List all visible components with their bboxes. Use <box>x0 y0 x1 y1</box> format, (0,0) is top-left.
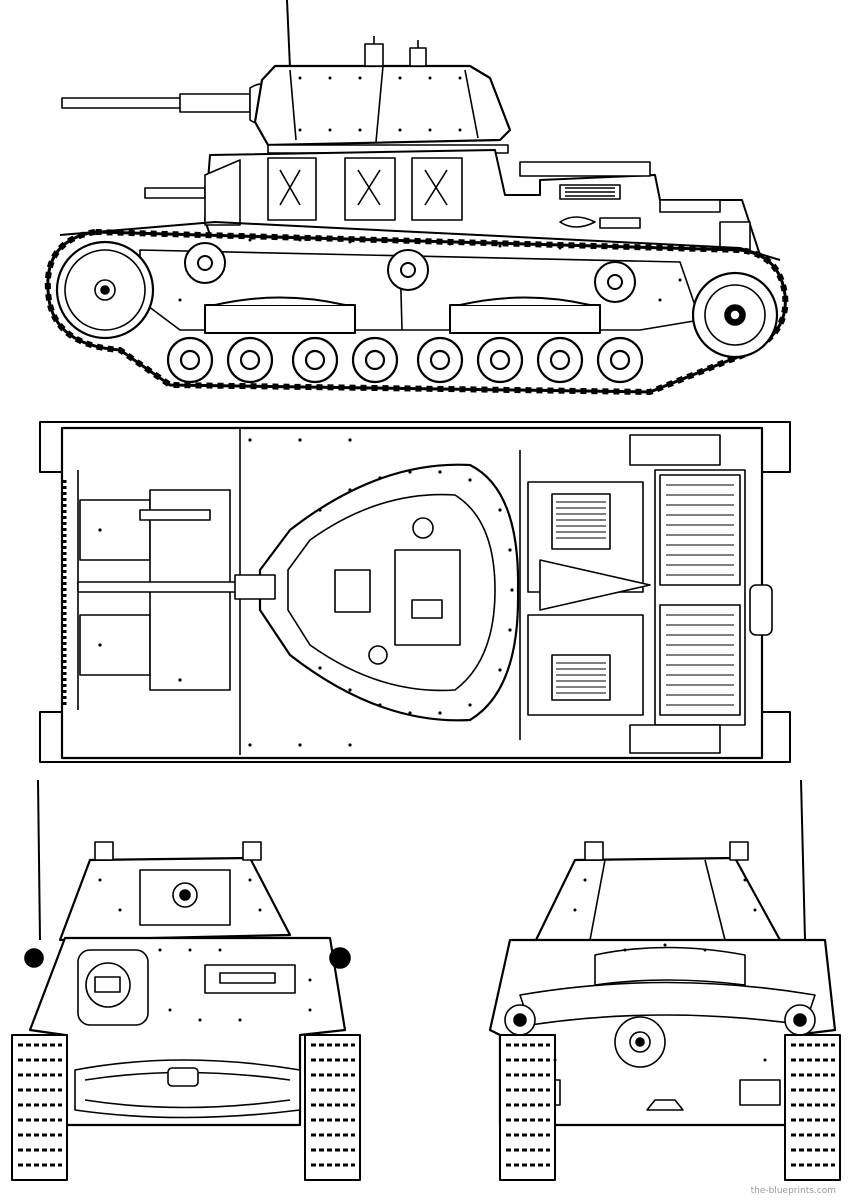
front-track-left <box>11 1034 68 1181</box>
side-view <box>44 0 789 395</box>
watermark-text: the-blueprints.com <box>750 1186 836 1196</box>
side-idler-wheel <box>691 271 779 359</box>
top-turret <box>258 463 520 722</box>
rear-track-left <box>499 1034 556 1181</box>
side-drive-sprocket <box>55 240 155 340</box>
front-hull <box>28 936 351 1127</box>
rear-track-right <box>784 1034 841 1181</box>
rear-view <box>488 780 841 1181</box>
top-main-gun <box>77 509 276 600</box>
side-turret <box>253 36 512 154</box>
front-turret <box>58 841 292 942</box>
side-return-rollers <box>184 242 636 303</box>
rear-turret <box>533 841 782 944</box>
front-view <box>11 780 361 1181</box>
top-engine-deck <box>527 434 773 754</box>
top-view <box>39 421 791 763</box>
side-road-wheels <box>166 336 644 384</box>
side-suspension-bogies <box>204 296 601 334</box>
front-track-right <box>304 1034 361 1181</box>
side-main-gun <box>61 83 273 125</box>
